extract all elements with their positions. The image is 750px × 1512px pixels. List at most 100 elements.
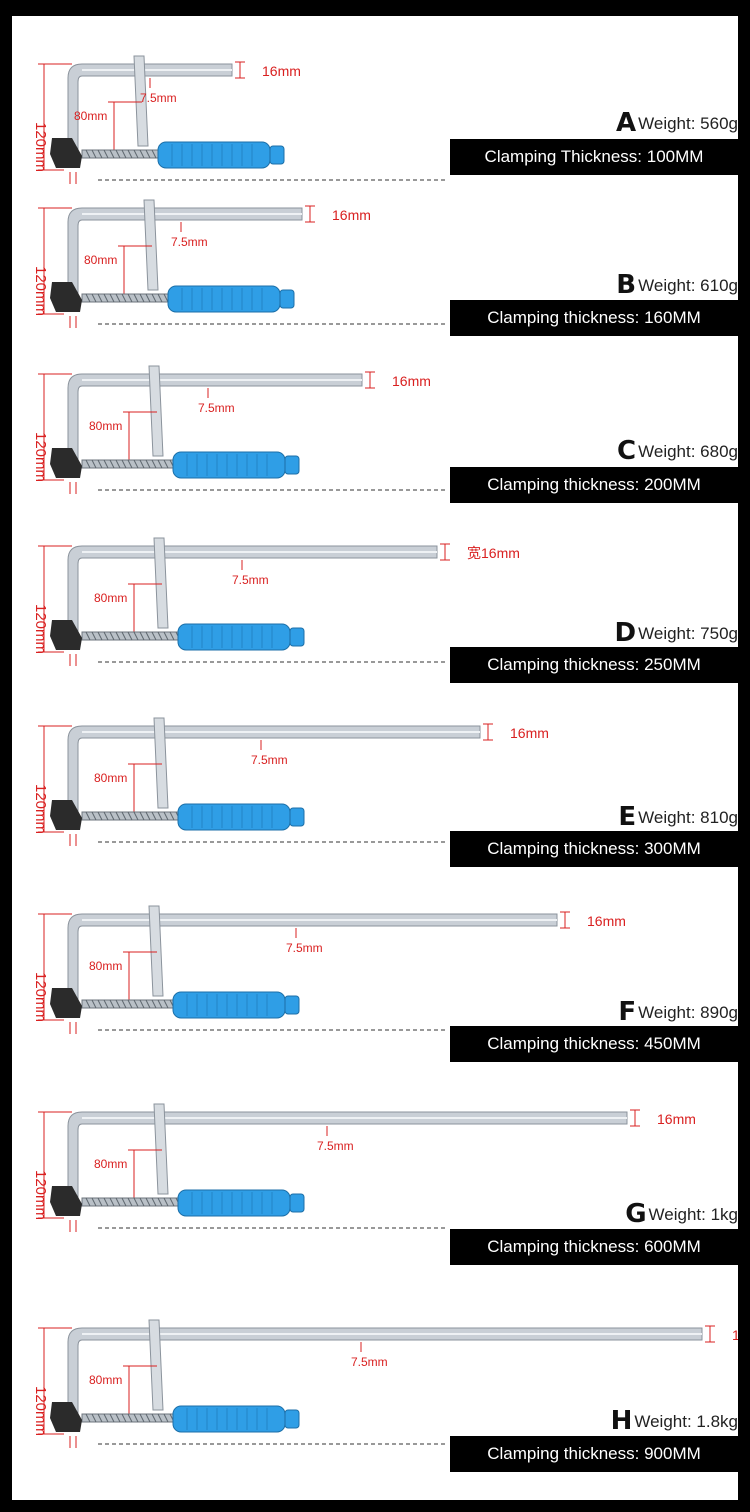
thread-line: [121, 149, 127, 159]
thread-line: [103, 1197, 109, 1207]
weight-text: Weight: 750g: [638, 624, 738, 643]
depth-dim-label: 80mm: [74, 109, 107, 123]
thread-line: [151, 631, 157, 641]
sliding-arm: [143, 199, 159, 291]
thread-line: [169, 1197, 175, 1207]
thread-line: [85, 631, 91, 641]
bar-dim-label: 7.5mm: [351, 1355, 388, 1369]
handle-end-cap: [279, 289, 295, 309]
jaw-pad: [50, 282, 82, 312]
thread-line: [109, 1413, 115, 1423]
clamp-illustration-h: 120mm 80mm 7.5mm 16mm: [32, 1319, 738, 1448]
thread-line: [109, 811, 115, 821]
clamping-spec-bar: Clamping thickness: 900MM: [450, 1436, 738, 1472]
height-dim-label: 120mm: [32, 1170, 49, 1220]
thread-line: [103, 631, 109, 641]
thread-line: [133, 293, 139, 303]
thread-line: [139, 999, 145, 1009]
thread-line: [145, 999, 151, 1009]
thread-line: [157, 631, 163, 641]
depth-dim-label: 80mm: [94, 771, 127, 785]
jaw-pad: [50, 620, 82, 650]
bar-dim-label: 7.5mm: [171, 235, 208, 249]
model-letter: A: [616, 108, 637, 138]
thread-line: [109, 459, 115, 469]
depth-dim-label: 80mm: [94, 591, 127, 605]
thread-line: [157, 1413, 163, 1423]
thread-line: [151, 459, 157, 469]
height-dim-label: 120mm: [32, 1386, 49, 1436]
thread-line: [85, 999, 91, 1009]
height-dim-label: 120mm: [32, 604, 49, 654]
steel-bar: [67, 207, 303, 299]
thread-line: [97, 459, 103, 469]
thread-line: [97, 293, 103, 303]
clamp-illustration-f: 120mm 80mm 7.5mm 16mm: [32, 905, 626, 1034]
handle-grip: [167, 285, 281, 313]
bar-dim-label: 7.5mm: [286, 941, 323, 955]
model-letter: E: [618, 802, 637, 832]
thread-line: [97, 1413, 103, 1423]
thread-line: [97, 1197, 103, 1207]
thread-line: [139, 1413, 145, 1423]
thread-line: [85, 293, 91, 303]
jaw-pad: [50, 800, 82, 830]
handle-end-cap: [284, 1409, 300, 1429]
thread-line: [163, 999, 169, 1009]
thread-line: [139, 149, 145, 159]
weight-text: Weight: 810g: [638, 808, 738, 827]
weight-text: Weight: 1.8kg: [634, 1412, 738, 1431]
bar-dim-label: 7.5mm: [140, 91, 177, 105]
thread-line: [127, 999, 133, 1009]
thread-line: [91, 149, 97, 159]
jaw-pad: [50, 448, 82, 478]
width-dim-label: 16mm: [332, 207, 371, 223]
sliding-arm: [153, 717, 169, 809]
thread-line: [115, 459, 121, 469]
thread-line: [157, 459, 163, 469]
thread-line: [133, 631, 139, 641]
steel-bar: [67, 545, 438, 637]
thread-line: [115, 149, 121, 159]
thread-line: [103, 459, 109, 469]
depth-dim-label: 80mm: [89, 1373, 122, 1387]
thread-line: [103, 149, 109, 159]
thread-line: [91, 631, 97, 641]
thread-line: [85, 811, 91, 821]
thread-line: [127, 459, 133, 469]
clamping-spec-bar: Clamping thickness: 600MM: [450, 1229, 738, 1265]
thread-line: [91, 1197, 97, 1207]
weight-text: Weight: 610g: [638, 276, 738, 295]
thread-line: [91, 811, 97, 821]
thread-line: [163, 631, 169, 641]
thread-line: [115, 631, 121, 641]
handle-grip: [177, 623, 291, 651]
thread-line: [139, 631, 145, 641]
sliding-arm: [153, 537, 169, 629]
handle-end-cap: [269, 145, 285, 165]
height-dim-label: 120mm: [32, 972, 49, 1022]
thread-line: [85, 149, 91, 159]
thread-line: [121, 293, 127, 303]
thread-line: [133, 459, 139, 469]
sliding-arm: [153, 1103, 169, 1195]
thread-line: [157, 293, 163, 303]
weight-text: Weight: 680g: [638, 442, 738, 461]
steel-bar: [67, 725, 481, 817]
weight-text: Weight: 1kg: [648, 1205, 738, 1224]
thread-line: [127, 1197, 133, 1207]
thread-line: [169, 631, 175, 641]
thread-line: [115, 1197, 121, 1207]
width-dim-label: 16mm: [657, 1111, 696, 1127]
thread-line: [145, 631, 151, 641]
thread-line: [127, 631, 133, 641]
thread-line: [109, 1197, 115, 1207]
